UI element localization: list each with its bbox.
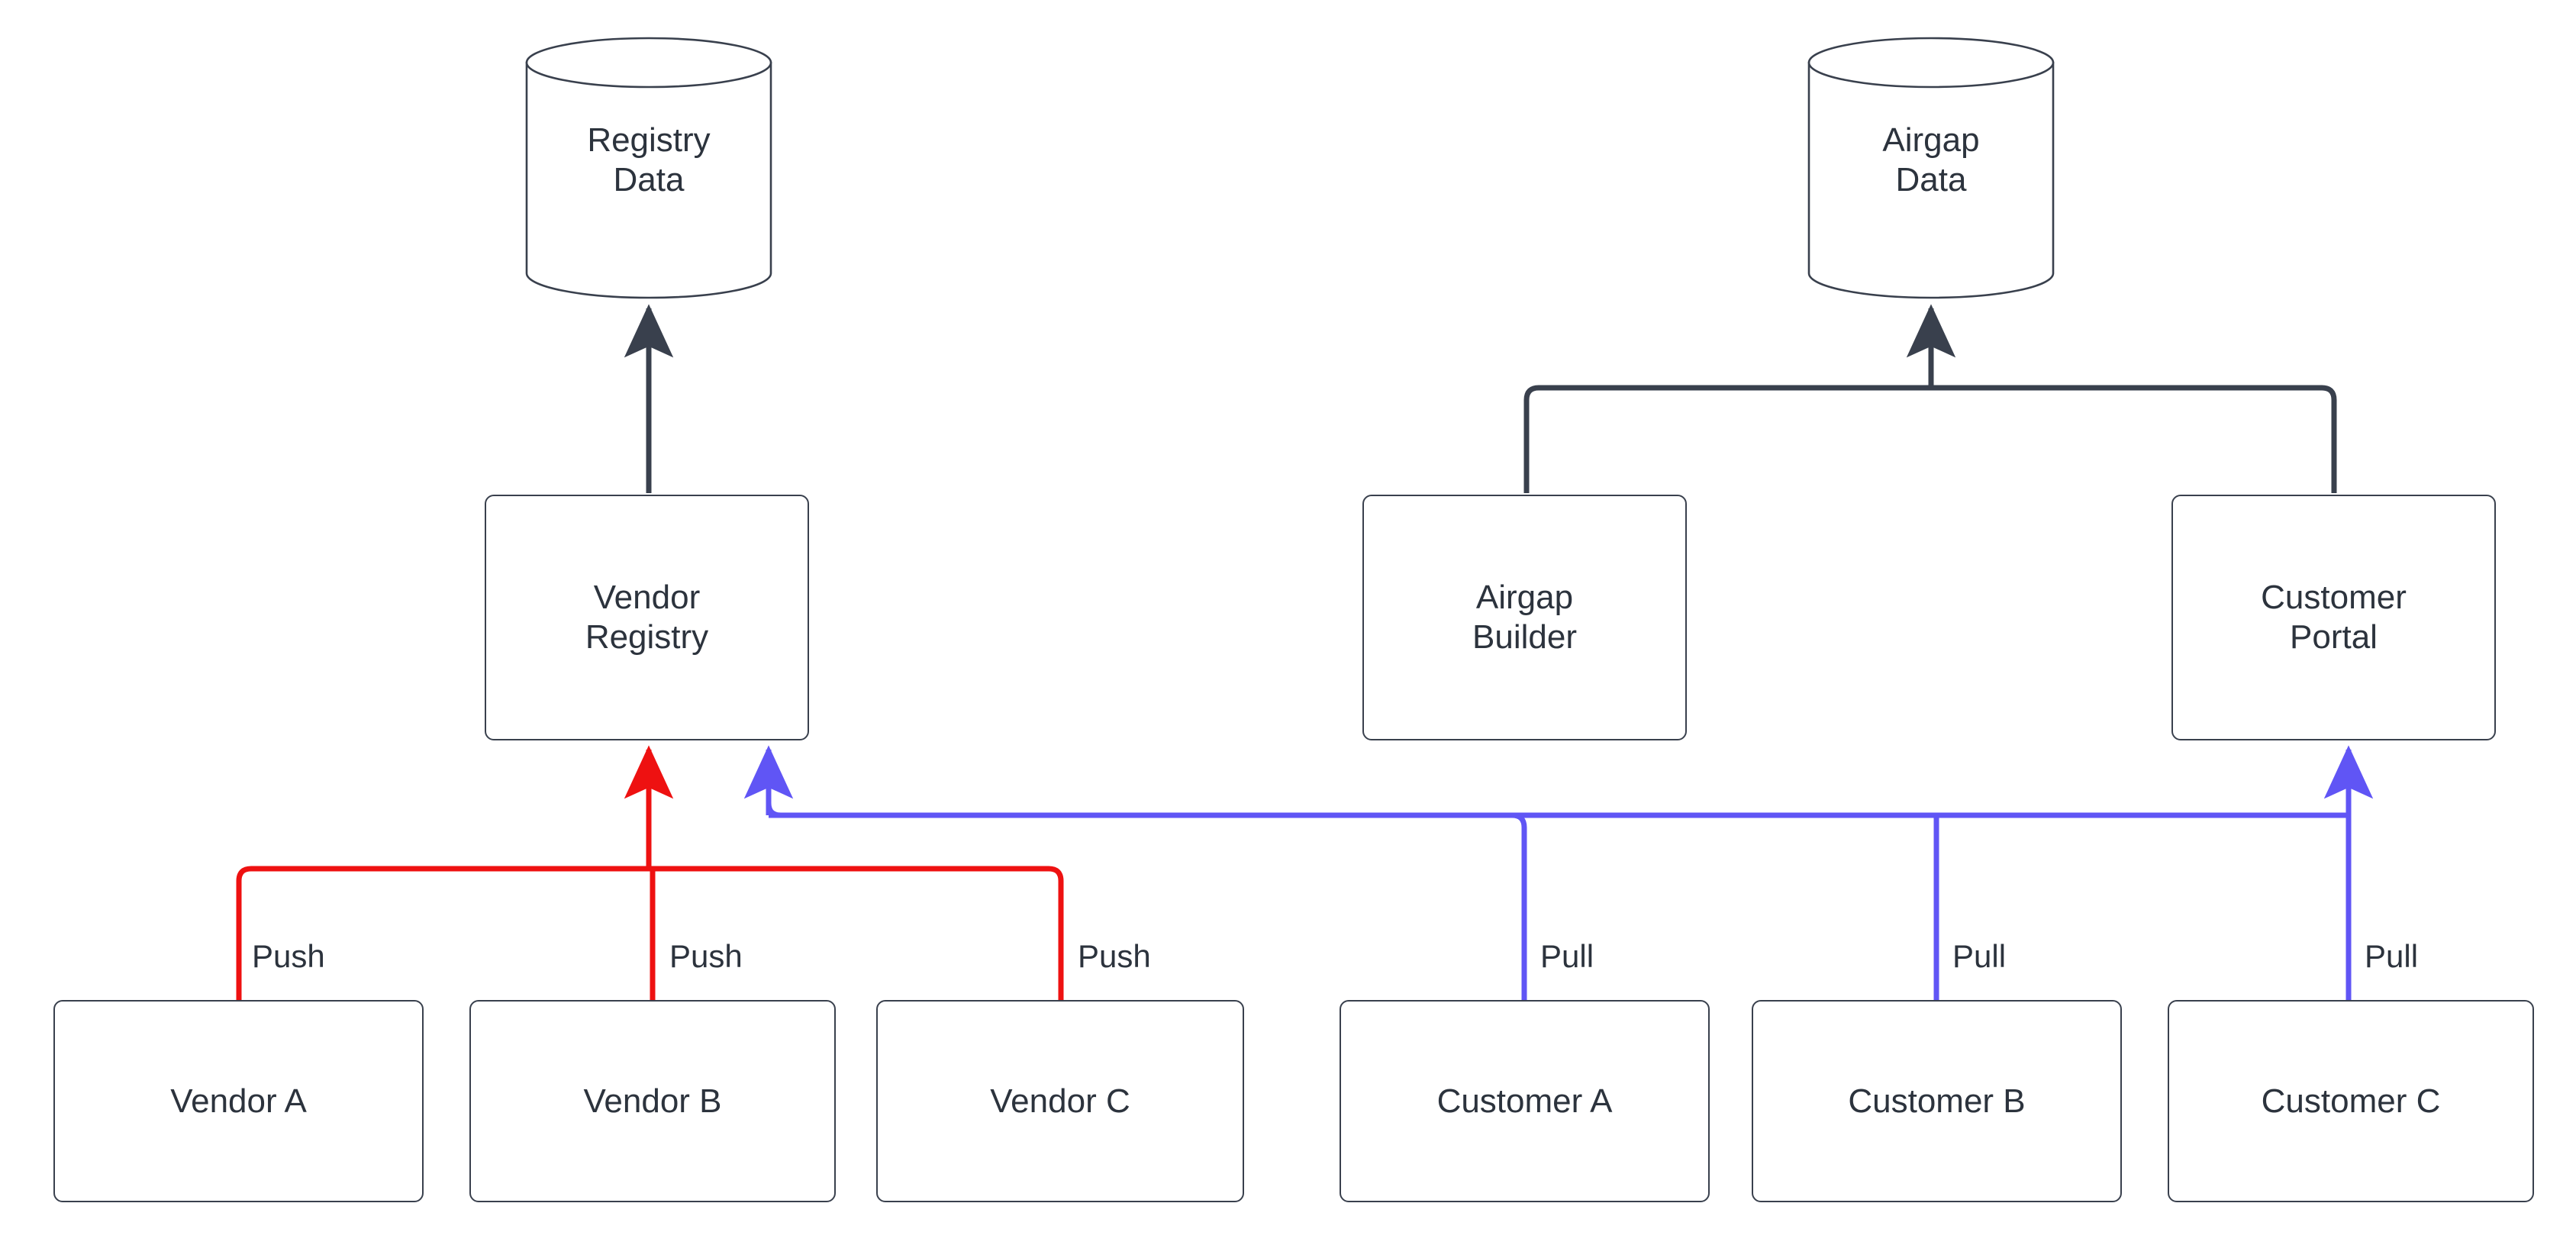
node-vendor-a-label: Vendor A — [170, 1082, 307, 1120]
node-vendor-registry-label: Vendor Registry — [585, 579, 709, 656]
node-customer-c-label: Customer C — [2261, 1082, 2441, 1120]
node-customer-portal[interactable]: Customer Portal — [2171, 495, 2496, 740]
node-customer-c[interactable]: Customer C — [2168, 1000, 2534, 1202]
airgap-data-shape — [1807, 37, 2055, 299]
edge-airgap-builder-to-airgap-data — [1523, 385, 1931, 493]
edge-label-push-vendor-a: Push — [252, 938, 325, 974]
node-vendor-b[interactable]: Vendor B — [469, 1000, 836, 1202]
edge-label-push-vendor-b: Push — [669, 938, 743, 974]
edge-label-push-vendor-c: Push — [1078, 938, 1151, 974]
node-airgap-builder-label: Airgap Builder — [1472, 579, 1577, 656]
edge-vendor-c-push — [649, 866, 1064, 1000]
node-airgap-builder[interactable]: Airgap Builder — [1362, 495, 1687, 740]
node-vendor-a[interactable]: Vendor A — [53, 1000, 424, 1202]
edge-label-pull-customer-b: Pull — [1952, 938, 2007, 974]
registry-data-shape — [525, 37, 772, 299]
edge-customer-portal-to-airgap-data — [1931, 385, 2337, 493]
edge-vendor-a-push — [236, 866, 649, 1000]
node-customer-b[interactable]: Customer B — [1752, 1000, 2122, 1202]
node-customer-portal-label: Customer Portal — [2261, 579, 2407, 656]
node-customer-a-label: Customer A — [1436, 1082, 1613, 1120]
node-customer-b-label: Customer B — [1848, 1082, 2026, 1120]
node-vendor-registry[interactable]: Vendor Registry — [485, 495, 809, 740]
edge-label-pull-customer-a: Pull — [1540, 938, 1594, 974]
node-vendor-c-label: Vendor C — [990, 1082, 1130, 1120]
node-vendor-c[interactable]: Vendor C — [876, 1000, 1244, 1202]
edge-label-pull-customer-c: Pull — [2365, 938, 2419, 974]
node-vendor-b-label: Vendor B — [583, 1082, 722, 1120]
node-customer-a[interactable]: Customer A — [1340, 1000, 1710, 1202]
